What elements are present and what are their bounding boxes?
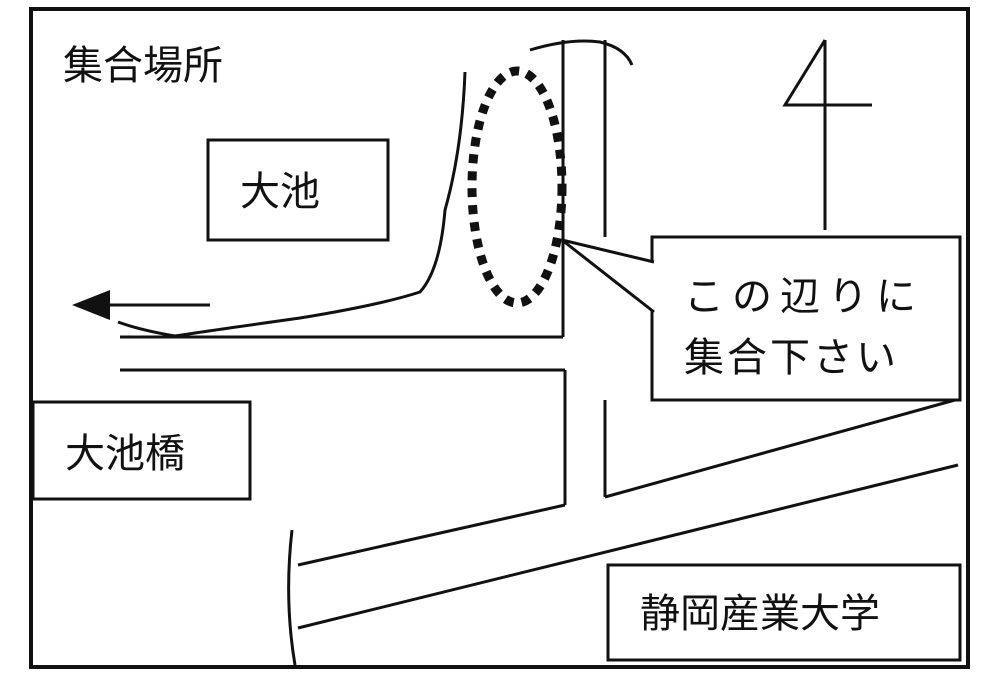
map-title: 集合場所 (63, 43, 223, 89)
bridge-label: 大池橋 (65, 431, 185, 477)
university-box (606, 563, 962, 662)
river-line (117, 71, 467, 338)
map-border (29, 7, 970, 669)
pond-label: 大池 (240, 169, 320, 215)
north-mark-icon (782, 39, 872, 230)
university-label: 静岡産業大学 (640, 591, 880, 637)
roads (120, 39, 959, 666)
callout-line-2: 集合下さい (684, 335, 899, 381)
arrow-left-icon (72, 290, 210, 320)
callout-pointer (561, 238, 655, 314)
pond-box (206, 138, 390, 242)
bridge-box (31, 400, 252, 501)
callout-line-1: この辺りに (684, 274, 924, 320)
callout-box (650, 235, 962, 402)
meeting-area-marker (467, 66, 567, 308)
